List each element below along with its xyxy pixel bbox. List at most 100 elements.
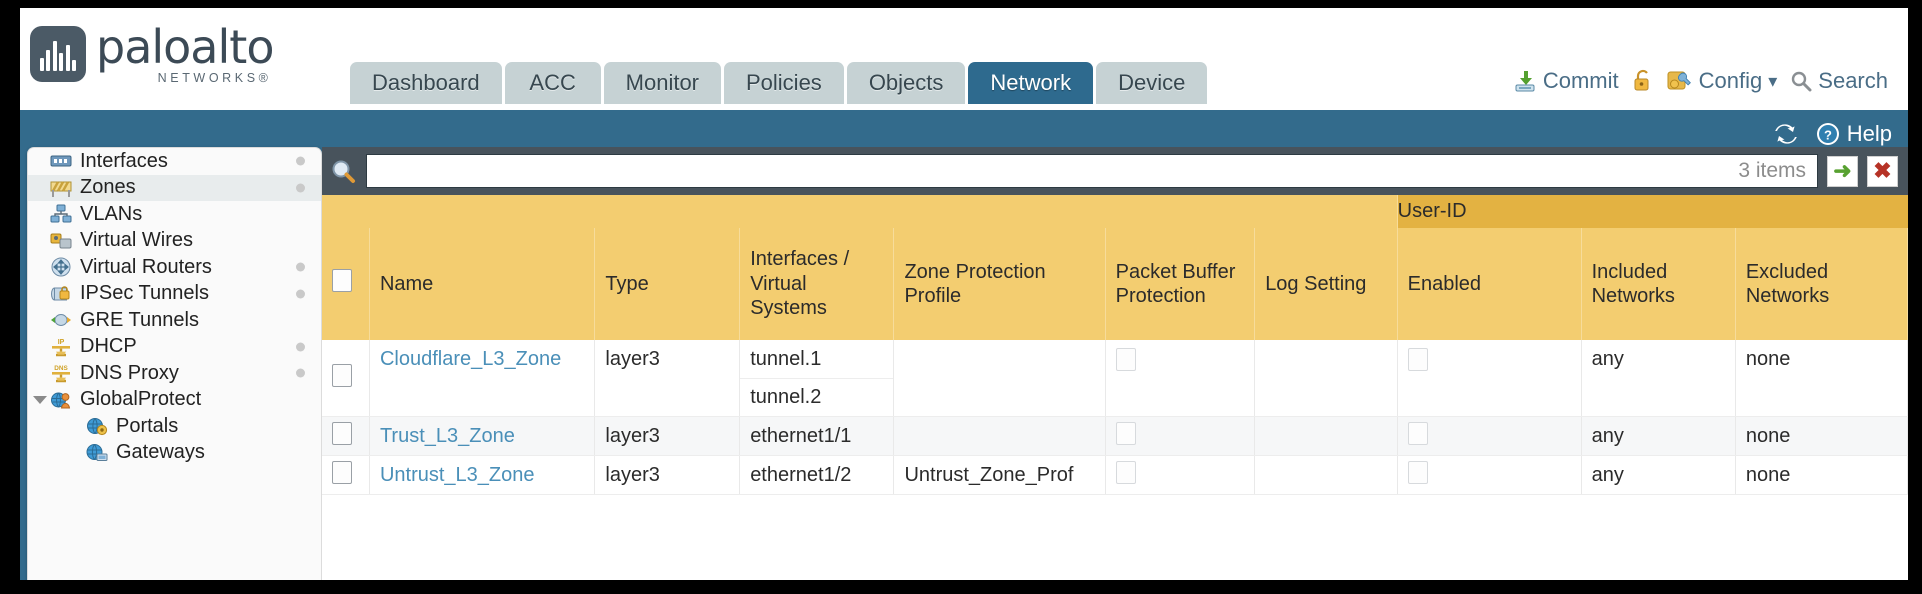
config-button[interactable]: Config ▾ [1667,68,1777,94]
row-select-checkbox[interactable] [332,460,352,484]
commit-label: Commit [1542,68,1619,93]
sidebar-item-label: Interfaces [80,149,168,172]
dns-proxy-icon-wrap: DNS [50,363,72,383]
cell-included-networks: any [1581,416,1736,456]
tab-objects[interactable]: Objects [846,62,966,104]
interface-entry: ethernet1/2 [750,463,852,486]
cell-log-setting [1254,340,1398,417]
tab-device[interactable]: Device [1096,62,1208,104]
cell-log-setting [1254,455,1398,495]
packet-buffer-protection-checkbox[interactable] [1115,460,1136,484]
clear-filter-button[interactable]: ✖ [1867,155,1898,187]
interface-entry: ethernet1/1 [750,424,852,447]
tab-dashboard[interactable]: Dashboard [350,62,502,104]
cell-log-setting [1254,416,1398,456]
tab-acc[interactable]: ACC [504,62,601,104]
sidebar-status-dot [296,262,305,272]
packet-buffer-protection-checkbox[interactable] [1115,421,1136,445]
sidebar-item-label: Virtual Wires [80,229,193,252]
search-button[interactable]: Search [1790,68,1888,94]
column-header-enabled[interactable]: Enabled [1397,228,1582,340]
chevron-down-icon[interactable] [33,395,47,404]
tab-policies[interactable]: Policies [724,62,844,104]
sidebar-item-interfaces[interactable]: Interfaces [28,148,321,175]
sidebar-item-gre-tunnels[interactable]: GRE Tunnels [28,307,321,334]
svg-text:IP: IP [58,339,65,346]
sidebar-item-virtual-routers[interactable]: Virtual Routers [28,254,321,281]
userid-enabled-checkbox[interactable] [1407,348,1428,371]
config-label: Config [1698,68,1763,93]
group-header-spacer [322,195,1398,228]
config-icon [1667,71,1691,90]
paloalto-logo-icon [30,26,86,83]
window-frame-bottom [0,580,1922,594]
interface-entry: tunnel.1 [750,347,822,370]
cell-excluded-networks: none [1735,340,1908,417]
column-header-type[interactable]: Type [594,228,741,340]
apply-filter-button[interactable]: ➜ [1827,155,1858,187]
column-header-log-setting[interactable]: Log Setting [1254,228,1398,340]
select-all-checkbox[interactable] [332,269,352,293]
cell-included-networks: any [1581,340,1736,417]
virtual-routers-icon-wrap [50,257,72,277]
zone-name-link[interactable]: Untrust_L3_Zone [379,463,535,486]
sidebar-item-gateways[interactable]: Gateways [28,440,321,467]
lock-button[interactable] [1632,69,1654,93]
cell-userid-enabled [1397,340,1582,417]
column-header-packet-buffer-protection[interactable]: Packet Buffer Protection [1105,228,1256,340]
zone-name-link[interactable]: Cloudflare_L3_Zone [379,348,562,370]
cell-name: Cloudflare_L3_Zone [369,340,596,417]
panel-toolbar: ? Help [1773,121,1892,147]
cell-packet-buffer-protection [1105,455,1256,495]
zones-panel: 3 items ➜ ✖ [322,147,1908,594]
packet-buffer-protection-checkbox[interactable] [1115,348,1136,371]
sidebar-item-globalprotect[interactable]: GlobalProtect [28,387,321,414]
help-icon: ? [1816,123,1839,145]
window-frame-top [0,0,1922,8]
sidebar-item-ipsec-tunnels[interactable]: IPSec Tunnels [28,281,321,308]
dhcp-icon-wrap: IP [50,337,72,357]
sidebar-item-portals[interactable]: Portals [28,413,321,440]
help-button[interactable]: ? Help [1815,121,1892,147]
sidebar-item-zones[interactable]: Zones [28,174,321,201]
refresh-button[interactable] [1773,122,1799,146]
sidebar-item-label: GlobalProtect [80,388,202,411]
tab-network[interactable]: Network [968,62,1094,104]
tab-monitor[interactable]: Monitor [603,62,721,104]
commit-button[interactable]: Commit [1513,68,1619,94]
logo-brand-name: paloalto [96,20,274,74]
row-select-checkbox[interactable] [332,421,352,445]
column-header-zone-protection-profile[interactable]: Zone Protection Profile [893,228,1106,340]
search-icon [1792,71,1812,92]
sidebar-item-vlans[interactable]: VLANs [28,201,321,228]
row-select-checkbox[interactable] [332,363,352,387]
sidebar-item-label: Virtual Routers [80,255,212,278]
sidebar-item-virtual-wires[interactable]: Virtual Wires [28,228,321,255]
row-select-cell [322,455,370,495]
dhcp-icon: IP [52,339,70,356]
sidebar-item-label: GRE Tunnels [80,308,199,331]
logo-brand-sub: NETWORKS® [157,71,272,85]
globalprotect-icon-wrap [50,390,72,410]
header-toolbar: Commit Config ▾ [1513,68,1888,94]
search-input[interactable]: 3 items [366,154,1818,188]
column-header-interfaces-virtual-systems[interactable]: Interfaces / Virtual Systems [739,228,895,340]
userid-enabled-checkbox[interactable] [1407,460,1428,484]
lock-icon [1634,69,1649,91]
column-header-excluded-networks[interactable]: Excluded Networks [1735,228,1908,340]
column-header-name[interactable]: Name [369,228,596,340]
gateways-icon [86,443,108,461]
userid-enabled-checkbox[interactable] [1407,421,1428,445]
vlans-icon-wrap [50,204,72,224]
zone-name-link[interactable]: Trust_L3_Zone [379,424,515,447]
column-header-included-networks[interactable]: Included Networks [1581,228,1736,340]
sidebar-item-label: Portals [116,414,179,437]
